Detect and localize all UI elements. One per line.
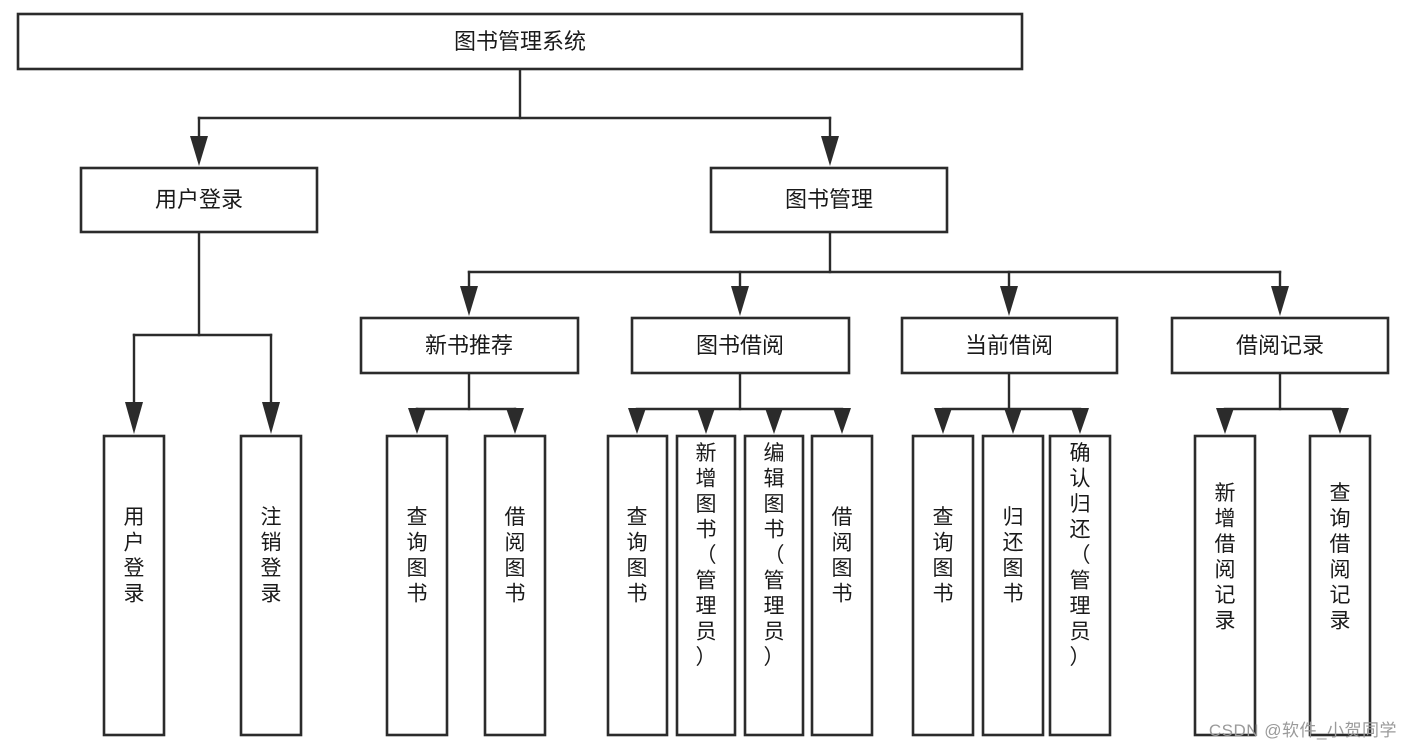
node-leaf-confirm-return-admin-label: 确认归还（管理员） [1070, 442, 1091, 669]
node-borrow-record[interactable]: 借阅记录 [1170, 316, 1390, 375]
connectors-layer [125, 67, 1349, 434]
node-leaf-confirm-return-admin[interactable]: 确认归还（管理员） [1048, 434, 1112, 737]
node-leaf-return-book-label: 归还图书 [1003, 506, 1024, 606]
node-leaf-edit-book-admin[interactable]: 编辑图书（管理员） [743, 434, 805, 737]
arrowhead-leaf-add-borrow-record [1216, 408, 1234, 434]
node-leaf-user-logout-box[interactable] [239, 434, 303, 737]
node-book-manage[interactable]: 图书管理 [709, 166, 949, 234]
node-leaf-user-login-label: 用户登录 [124, 506, 145, 606]
node-leaf-user-login[interactable]: 用户登录 [102, 434, 166, 737]
arrowhead-leaf-user-login [125, 402, 143, 434]
node-leaf-query-borrow-record[interactable]: 查询借阅记录 [1308, 434, 1372, 737]
node-user-login-box[interactable] [79, 166, 319, 234]
node-root-label: 图书管理系统 [454, 29, 586, 54]
arrowhead-leaf-add-book-admin [697, 408, 715, 434]
arrowhead-leaf-borrow-book-recommend [506, 408, 524, 434]
node-borrow-record-box[interactable] [1170, 316, 1390, 375]
arrowhead-leaf-user-logout [262, 402, 280, 434]
node-new-book-recommend-label: 新书推荐 [425, 333, 513, 358]
node-current-borrow[interactable]: 当前借阅 [900, 316, 1119, 375]
node-book-borrow[interactable]: 图书借阅 [630, 316, 851, 375]
arrowhead-leaf-edit-book-admin [765, 408, 783, 434]
arrowhead-book-manage [821, 136, 839, 166]
node-leaf-borrow-book-recommend-label: 借阅图书 [505, 506, 526, 606]
node-leaf-confirm-return-admin-box[interactable] [1048, 434, 1112, 737]
node-user-login-label: 用户登录 [155, 187, 243, 212]
node-leaf-borrow-book-box[interactable] [810, 434, 874, 737]
arrowhead-borrow-record [1271, 286, 1289, 316]
node-new-book-recommend[interactable]: 新书推荐 [359, 316, 580, 375]
node-leaf-edit-book-admin-box[interactable] [743, 434, 805, 737]
node-borrow-record-label: 借阅记录 [1236, 333, 1324, 358]
node-leaf-add-book-admin[interactable]: 新增图书（管理员） [675, 434, 737, 737]
node-leaf-borrow-book-label: 借阅图书 [832, 506, 853, 606]
node-leaf-query-book-recommend-label: 查询图书 [407, 506, 428, 606]
node-book-borrow-label: 图书借阅 [696, 333, 784, 358]
node-leaf-borrow-book-recommend-box[interactable] [483, 434, 547, 737]
arrowhead-leaf-query-book-recommend [408, 408, 426, 434]
node-leaf-user-login-box[interactable] [102, 434, 166, 737]
arrowhead-leaf-return-book [1004, 408, 1022, 434]
arrowhead-leaf-query-book-borrow [628, 408, 646, 434]
arrowhead-leaf-query-borrow-record [1331, 408, 1349, 434]
node-leaf-return-book-box[interactable] [981, 434, 1045, 737]
node-book-manage-box[interactable] [709, 166, 949, 234]
arrowhead-leaf-borrow-book [833, 408, 851, 434]
node-leaf-return-book[interactable]: 归还图书 [981, 434, 1045, 737]
arrowhead-new-book-recommend [460, 286, 478, 316]
node-leaf-query-borrow-record-box[interactable] [1308, 434, 1372, 737]
arrowhead-current-borrow [1000, 286, 1018, 316]
node-leaf-add-borrow-record-box[interactable] [1193, 434, 1257, 737]
node-leaf-query-book-borrow[interactable]: 查询图书 [606, 434, 669, 737]
node-leaf-query-borrow-record-label: 查询借阅记录 [1330, 482, 1351, 633]
node-leaf-query-book-current[interactable]: 查询图书 [911, 434, 975, 737]
node-user-login[interactable]: 用户登录 [79, 166, 319, 234]
arrowhead-user-login [190, 136, 208, 166]
node-leaf-user-logout[interactable]: 注销登录 [239, 434, 303, 737]
node-leaf-add-borrow-record-label: 新增借阅记录 [1215, 482, 1236, 633]
leaf-nodes-layer: 用户登录 注销登录 查询图书 借阅图书 查询图书 新增图书（管理员） [102, 434, 1372, 737]
node-book-borrow-box[interactable] [630, 316, 851, 375]
node-leaf-edit-book-admin-label: 编辑图书（管理员） [764, 442, 785, 669]
node-leaf-query-book-recommend-box[interactable] [385, 434, 449, 737]
node-root[interactable]: 图书管理系统 [16, 12, 1024, 71]
node-current-borrow-box[interactable] [900, 316, 1119, 375]
node-leaf-query-book-current-label: 查询图书 [933, 506, 954, 606]
node-new-book-recommend-box[interactable] [359, 316, 580, 375]
node-leaf-query-book-current-box[interactable] [911, 434, 975, 737]
node-leaf-borrow-book[interactable]: 借阅图书 [810, 434, 874, 737]
node-leaf-query-book-borrow-box[interactable] [606, 434, 669, 737]
arrowhead-leaf-confirm-return-admin [1071, 408, 1089, 434]
node-leaf-add-borrow-record[interactable]: 新增借阅记录 [1193, 434, 1257, 737]
node-leaf-add-book-admin-label: 新增图书（管理员） [696, 442, 717, 669]
node-leaf-borrow-book-recommend[interactable]: 借阅图书 [483, 434, 547, 737]
node-leaf-add-book-admin-box[interactable] [675, 434, 737, 737]
node-root-box[interactable] [16, 12, 1024, 71]
arrowhead-book-borrow [731, 286, 749, 316]
node-leaf-user-logout-label: 注销登录 [261, 506, 282, 606]
node-leaf-query-book-borrow-label: 查询图书 [627, 506, 648, 606]
node-current-borrow-label: 当前借阅 [965, 333, 1053, 358]
arrowhead-leaf-query-book-current [934, 408, 952, 434]
node-book-manage-label: 图书管理 [785, 187, 873, 212]
node-leaf-query-book-recommend[interactable]: 查询图书 [385, 434, 449, 737]
